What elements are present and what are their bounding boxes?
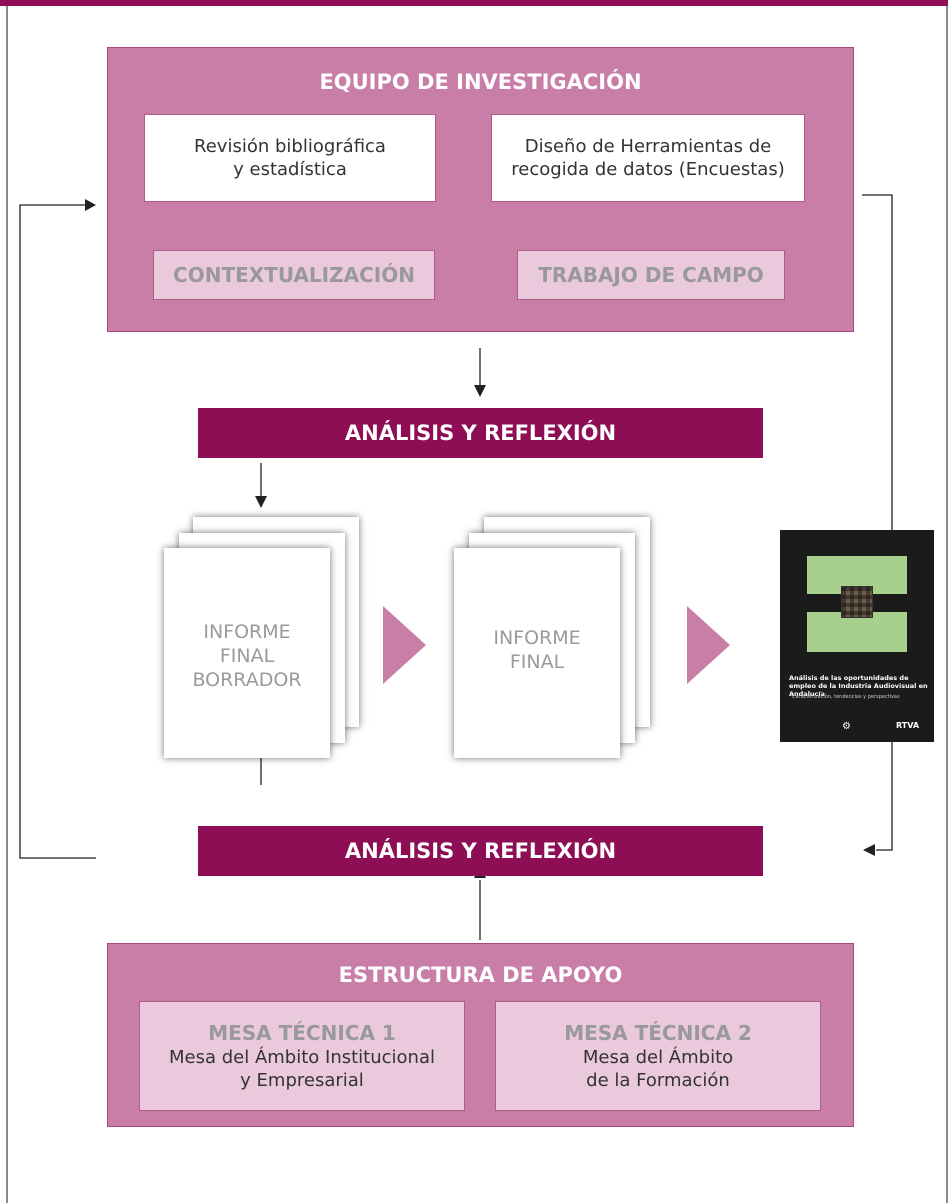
cover-logo-rtva: RTVA (896, 721, 920, 730)
analysis-reflection-bar-top: ANÁLISIS Y REFLEXIÓN (198, 408, 763, 458)
frame-border-left (6, 6, 8, 1203)
technical-table-1-description: Mesa del Ámbito Institucional y Empresar… (169, 1046, 435, 1091)
flow-arrow-1 (383, 606, 426, 684)
support-structure-title: ESTRUCTURA DE APOYO (338, 963, 623, 987)
arrowhead-left-loop (85, 199, 96, 211)
analysis-reflection-bar-bottom: ANÁLISIS Y REFLEXIÓN (198, 826, 763, 876)
bibliographic-review-box: Revisión bibliográfica y estadística (144, 114, 436, 202)
research-team-panel: EQUIPO DE INVESTIGACIÓN Revisión bibliog… (107, 47, 854, 332)
arrowhead-right-loop (863, 844, 875, 856)
contextualization-label: CONTEXTUALIZACIÓN (153, 250, 435, 300)
technical-table-2: MESA TÉCNICA 2 Mesa del Ámbito de la For… (495, 1001, 821, 1111)
cover-title: Análisis de las oportunidades de empleo … (789, 674, 928, 698)
support-structure-panel: ESTRUCTURA DE APOYO MESA TÉCNICA 1 Mesa … (107, 943, 854, 1127)
arrowhead-down-1 (474, 385, 486, 397)
technical-table-1-title: MESA TÉCNICA 1 (208, 1020, 396, 1045)
technical-table-2-title: MESA TÉCNICA 2 (564, 1020, 752, 1045)
draft-report-page-front: INFORME FINAL BORRADOR (164, 548, 330, 758)
fieldwork-label: TRABAJO DE CAMPO (517, 250, 785, 300)
cover-logo-emblem: ⚙ (842, 721, 851, 732)
feedback-line-left (19, 204, 96, 859)
final-report-label: INFORME FINAL (493, 627, 581, 673)
flow-arrow-2 (687, 606, 730, 684)
arrowhead-down-2 (255, 496, 267, 508)
feedback-line-right (862, 194, 893, 851)
final-report-page-front: INFORME FINAL (454, 548, 620, 758)
cover-subtitle: Caracterización, tendencias y perspectiv… (792, 694, 900, 700)
research-team-title: EQUIPO DE INVESTIGACIÓN (319, 70, 642, 94)
cover-photo-collage (841, 586, 873, 618)
draft-report-label: INFORME FINAL BORRADOR (192, 621, 302, 691)
frame-border-right (946, 6, 948, 1203)
data-tools-design-box: Diseño de Herramientas de recogida de da… (491, 114, 805, 202)
published-book-cover: Análisis de las oportunidades de empleo … (780, 530, 934, 742)
cover-green-band-bottom (807, 612, 907, 652)
top-accent-bar (0, 0, 948, 6)
technical-table-1: MESA TÉCNICA 1 Mesa del Ámbito Instituci… (139, 1001, 465, 1111)
technical-table-2-description: Mesa del Ámbito de la Formación (582, 1046, 734, 1091)
